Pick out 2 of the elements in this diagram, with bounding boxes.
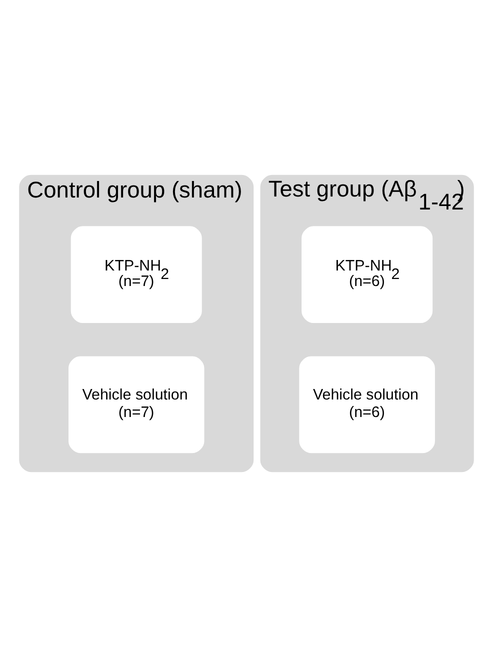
node-box: Vehicle solution (n=7) (68, 356, 204, 453)
node-box: Vehicle solution (n=6) (299, 356, 435, 453)
